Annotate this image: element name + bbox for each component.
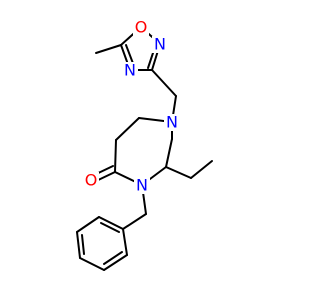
structure-canvas: O N N N N O xyxy=(76,18,213,271)
bond-benzene-6 xyxy=(98,216,124,230)
atom-bg xyxy=(134,177,150,194)
bond-benzene-1 xyxy=(122,228,128,256)
bond-ethyl-b xyxy=(190,160,213,179)
bond-layer xyxy=(76,26,213,271)
oxadiazole-oxygen-label: O xyxy=(135,18,148,37)
atom-label-layer: O N N N N O xyxy=(83,18,180,195)
carbonyl-oxygen-label: O xyxy=(85,171,98,190)
atom-bg xyxy=(152,36,168,53)
diazepane-nitrogen-top-label: N xyxy=(166,113,178,132)
oxadiazole-nitrogen-top-label: N xyxy=(154,35,166,54)
bond-benzene-inner-3 xyxy=(100,222,120,233)
bond-benzene-inner-2 xyxy=(81,234,85,255)
bond-ring-c2-c3 xyxy=(115,117,140,141)
bond-benzyl-b xyxy=(122,213,147,230)
molecule-drawing: O N N N N O xyxy=(76,18,213,271)
bond-ring-c6-c7 xyxy=(165,138,173,168)
bond-benzene-inner-1 xyxy=(103,251,123,265)
bond-benzene-4 xyxy=(76,231,81,259)
bond-benzene-2 xyxy=(103,254,128,271)
bond-benzene-3 xyxy=(79,257,105,271)
atom-bg xyxy=(133,19,149,36)
atom-bg xyxy=(83,172,99,189)
diazepane-nitrogen-bottom-label: N xyxy=(136,176,148,195)
atom-bg xyxy=(164,114,180,131)
bond-linker-a xyxy=(151,69,177,97)
atom-bg xyxy=(122,62,138,79)
oxadiazole-nitrogen-left-label: N xyxy=(124,61,136,80)
bond-ring-c3-c4 xyxy=(114,139,117,173)
bond-methyl xyxy=(95,44,122,54)
bond-ethyl-a xyxy=(165,166,192,179)
bond-benzene-5 xyxy=(76,216,100,233)
